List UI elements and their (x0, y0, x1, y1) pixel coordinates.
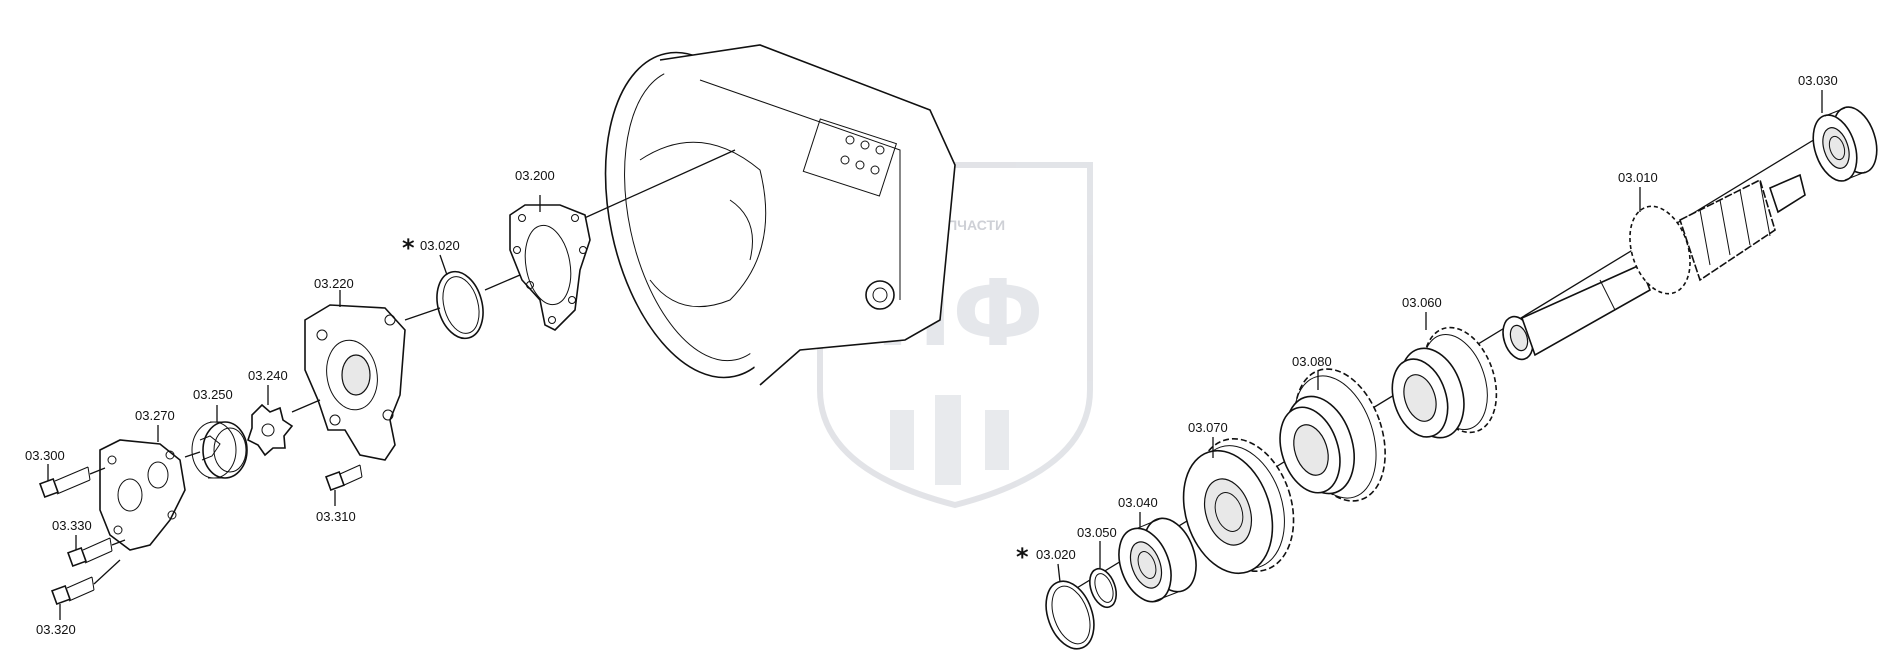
gear-03-060 (1391, 326, 1498, 439)
label-03-060: 03.060 (1402, 295, 1442, 310)
label-03-220: 03.220 (314, 276, 354, 291)
label-03-250: 03.250 (193, 387, 233, 402)
asterisk-mark-bottom: * (1016, 543, 1029, 571)
transmission-housing (604, 44, 956, 386)
label-03-320: 03.320 (36, 622, 76, 637)
pump-cover-03-270 (99, 439, 186, 551)
label-03-020-top: 03.020 (420, 238, 460, 253)
label-03-080: 03.080 (1292, 354, 1332, 369)
snap-ring-03-050 (1089, 567, 1117, 609)
o-ring-03-020-bottom (1045, 580, 1095, 650)
label-03-330: 03.330 (52, 518, 92, 533)
gasket-03-200 (509, 204, 591, 331)
bolt-03-330 (67, 537, 113, 567)
bearing-03-040 (1118, 517, 1197, 603)
label-03-040: 03.040 (1118, 495, 1158, 510)
bearing-03-030 (1812, 106, 1878, 182)
gear-03-070 (1182, 437, 1295, 575)
bolt-03-310 (325, 464, 363, 491)
label-03-020-bottom: 03.020 (1036, 547, 1076, 562)
outer-rotor-03-250 (191, 421, 248, 479)
bolt-03-320 (51, 576, 95, 605)
gear-03-080 (1279, 368, 1386, 502)
label-03-200: 03.200 (515, 168, 555, 183)
bolt-03-300 (39, 466, 91, 498)
pump-body-03-220 (304, 304, 406, 461)
label-03-050: 03.050 (1077, 525, 1117, 540)
main-shaft-03-010 (1502, 173, 1806, 361)
label-03-300: 03.300 (25, 448, 65, 463)
label-03-310: 03.310 (316, 509, 356, 524)
label-03-010: 03.010 (1618, 170, 1658, 185)
label-03-240: 03.240 (248, 368, 288, 383)
o-ring-03-020-top (436, 270, 484, 340)
rotor-03-240 (247, 403, 294, 457)
label-03-270: 03.270 (135, 408, 175, 423)
label-03-070: 03.070 (1188, 420, 1228, 435)
label-03-030: 03.030 (1798, 73, 1838, 88)
asterisk-mark-top: * (402, 234, 415, 262)
